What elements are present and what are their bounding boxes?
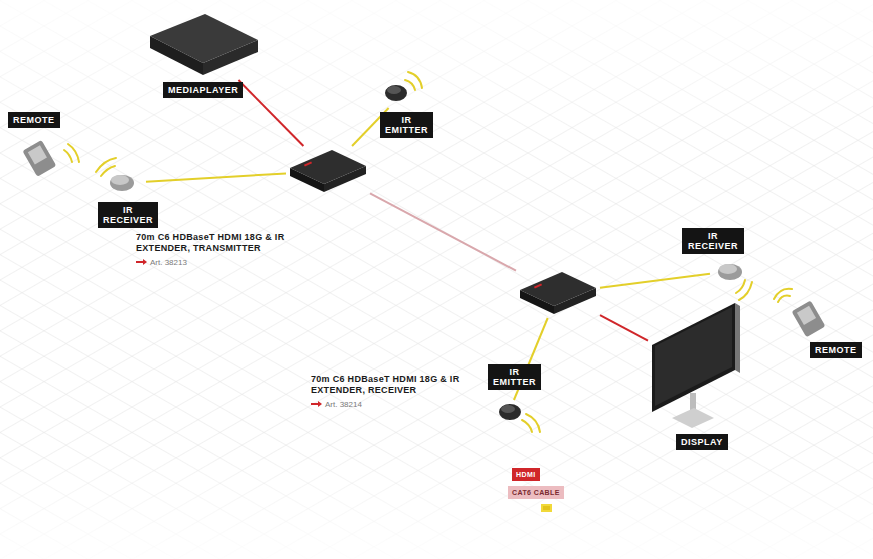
article-number: Art. 38214 [311,400,362,410]
device-node: IR RECEIVER [100,168,146,198]
device-tag: IR RECEIVER [682,228,744,254]
cable-line [146,173,286,181]
device-tag: IR EMITTER [488,364,541,390]
device-node: MEDIAPLAYER [145,10,263,80]
device-tag: IR EMITTER [380,112,433,138]
device-tag: REMOTE [8,112,60,128]
legend-text: CAT6 CABLE [512,489,560,496]
product-caption: 70m C6 HDBaseT HDMI 18G & IR EXTENDER, R… [311,374,491,396]
device-node: 70m C6 HDBaseT HDMI 18G & IR EXTENDER, R… [516,268,600,318]
cable-line [600,274,710,288]
device-tag: REMOTE [810,342,862,358]
device-tag: IR RECEIVER [98,202,158,228]
product-caption: 70m C6 HDBaseT HDMI 18G & IR EXTENDER, T… [136,232,311,254]
arrow-icon [318,401,322,407]
legend-swatch: HDMI [512,468,540,481]
device-node: IR EMITTER [378,76,430,108]
device-node: REMOTE [8,112,68,182]
legend-swatch: CAT6 CABLE [508,486,564,499]
device-tag: DISPLAY [676,434,728,450]
article-number: Art. 38213 [136,258,187,268]
device-node: DISPLAY [648,300,744,432]
device-tag: MEDIAPLAYER [163,82,243,98]
cable-line [238,80,303,146]
cable-line [370,193,516,270]
device-node: REMOTE [786,294,836,342]
device-node: IR EMITTER [494,400,524,424]
device-node: IR RECEIVER [710,258,754,284]
arrow-icon [143,259,147,265]
device-node: 70m C6 HDBaseT HDMI 18G & IR EXTENDER, T… [286,146,370,196]
cable-line [600,315,648,340]
legend-text: HDMI [516,471,536,478]
